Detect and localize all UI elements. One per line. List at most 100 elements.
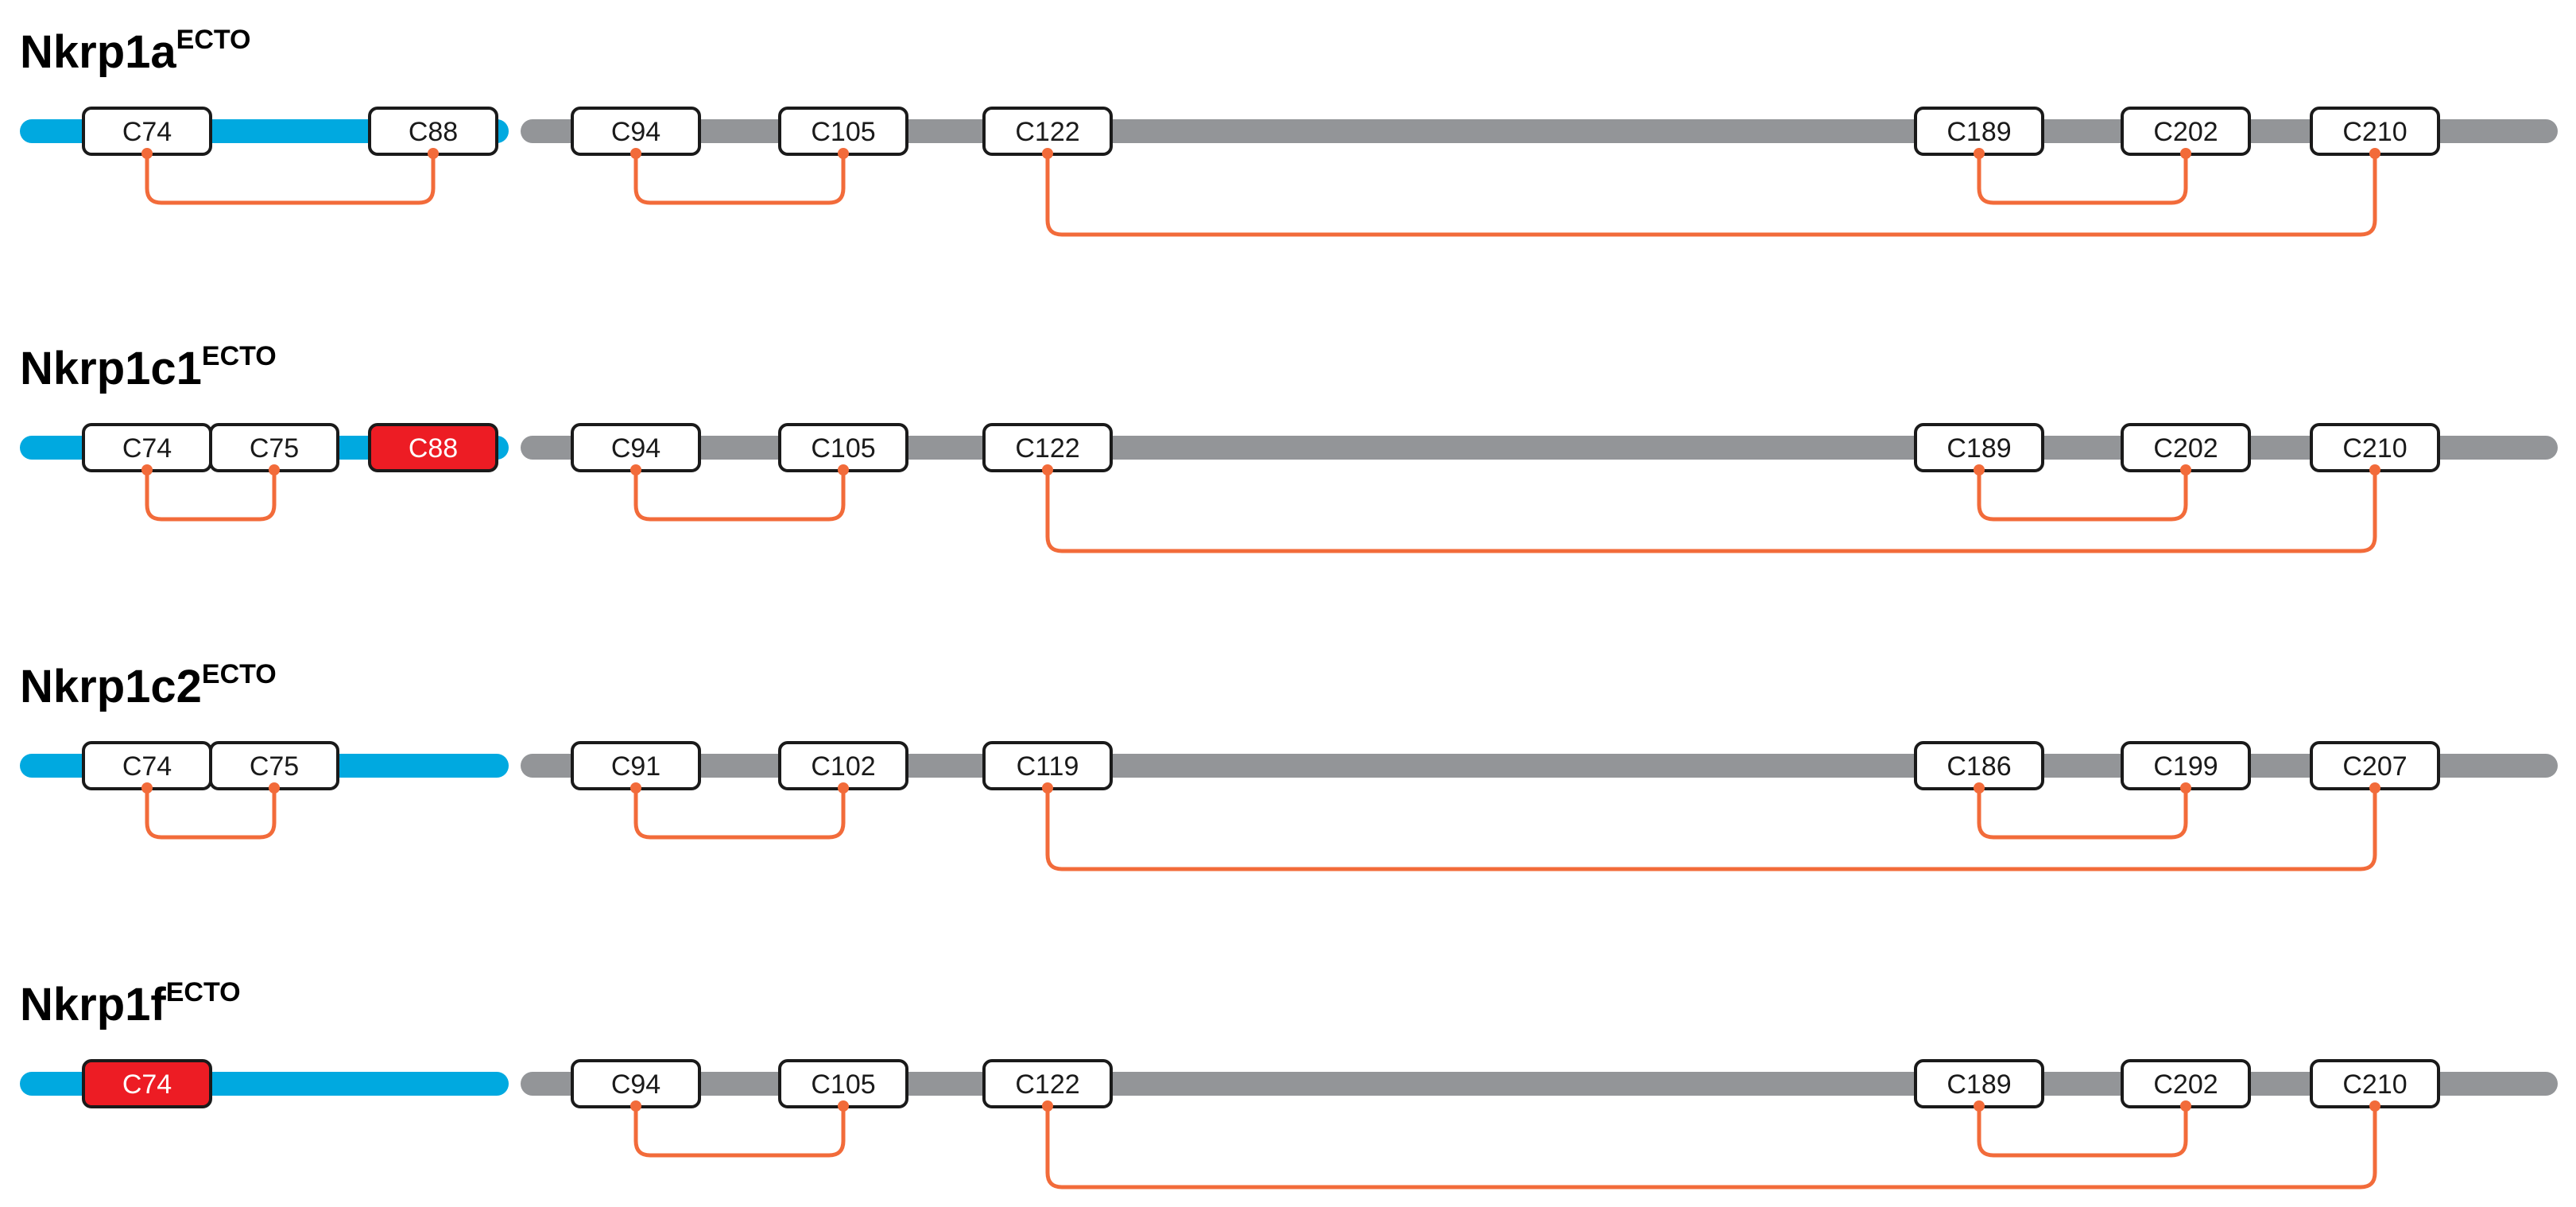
- disulfide-bond-C94-C105: [633, 141, 846, 205]
- cysteine-label: C75: [250, 751, 299, 782]
- cysteine-c74: C74: [82, 423, 212, 472]
- construct-superscript: ECTO: [166, 977, 241, 1007]
- construct-title: Nkrp1fECTO: [20, 977, 241, 1030]
- cysteine-label: C210: [2342, 1069, 2407, 1100]
- disulfide-bond-C189-C202: [1977, 141, 2188, 205]
- cysteine-label: C186: [1947, 751, 2011, 782]
- bond-anchor-dot: [630, 1100, 641, 1112]
- cysteine-c202: C202: [2121, 423, 2251, 472]
- cysteine-label: C88: [409, 117, 458, 147]
- bond-anchor-dot: [1042, 782, 1053, 794]
- cysteine-c75: C75: [209, 423, 339, 472]
- bond-anchor-dot: [2180, 464, 2191, 475]
- cysteine-label: C102: [811, 751, 875, 782]
- free-cysteine-box: [368, 423, 498, 472]
- construct-title: Nkrp1c1ECTO: [20, 341, 277, 394]
- cysteine-c88: C88: [368, 423, 498, 472]
- bond-anchor-dot: [1042, 464, 1053, 475]
- cysteine-c75: C75: [209, 741, 339, 790]
- bond-anchor-dot: [630, 148, 641, 159]
- disulfide-bond-C189-C202: [1977, 457, 2188, 522]
- cysteine-c186: C186: [1914, 741, 2044, 790]
- bond-anchor-dot: [141, 148, 153, 159]
- construct-nkrp1c2: Nkrp1c2ECTO C74 C75 C91 C102 C119 C186 C199 C207: [20, 659, 2558, 871]
- cysteine-label: C105: [811, 1069, 875, 1100]
- disulfide-bond-C122-C210: [1045, 1093, 2377, 1190]
- cysteine-c122: C122: [982, 107, 1113, 156]
- cysteine-c105: C105: [778, 423, 908, 472]
- cysteine-label: C94: [611, 1069, 660, 1100]
- cysteine-c210: C210: [2310, 1059, 2440, 1108]
- bond-anchor-dot: [838, 1100, 849, 1112]
- cysteine-c102: C102: [778, 741, 908, 790]
- bond-anchor-dot: [2180, 148, 2191, 159]
- bond-anchor-dot: [141, 464, 153, 475]
- cysteine-c105: C105: [778, 107, 908, 156]
- construct-superscript: ECTO: [202, 659, 277, 689]
- disulfide-bond-C91-C102: [633, 775, 846, 840]
- cysteine-label: C74: [122, 751, 172, 782]
- bond-anchor-dot: [2180, 1100, 2191, 1112]
- cysteine-label: C75: [250, 433, 299, 464]
- bond-anchor-dot: [630, 782, 641, 794]
- construct-name: Nkrp1c1: [20, 343, 202, 394]
- cysteine-label: C94: [611, 117, 660, 147]
- construct-name: Nkrp1f: [20, 979, 166, 1030]
- cysteine-c122: C122: [982, 423, 1113, 472]
- cysteine-c74: C74: [82, 1059, 212, 1108]
- construct-title: Nkrp1c2ECTO: [20, 659, 277, 712]
- cysteine-label: C207: [2342, 751, 2407, 782]
- cysteine-label: C202: [2153, 117, 2218, 147]
- cysteine-c207: C207: [2310, 741, 2440, 790]
- cysteine-label: C94: [611, 433, 660, 464]
- cysteine-c94: C94: [571, 423, 701, 472]
- cysteine-label: C122: [1015, 1069, 1079, 1100]
- disulfide-bond-C94-C105: [633, 457, 846, 522]
- disulfide-bond-C94-C105: [633, 1093, 846, 1158]
- cysteine-label: C74: [122, 433, 172, 464]
- disulfide-bond-C186-C199: [1977, 775, 2188, 840]
- construct-superscript: ECTO: [202, 341, 277, 371]
- disulfide-bond-C74-C75: [145, 775, 277, 840]
- cysteine-c189: C189: [1914, 107, 2044, 156]
- cysteine-label: C210: [2342, 117, 2407, 147]
- construct-name: Nkrp1c2: [20, 661, 202, 712]
- cysteine-label: C210: [2342, 433, 2407, 464]
- cysteine-label: C119: [1017, 751, 1079, 782]
- construct-title: Nkrp1aECTO: [20, 25, 251, 78]
- disulfide-bond-C74-C75: [145, 457, 277, 522]
- bond-anchor-dot: [141, 782, 153, 794]
- bond-anchor-dot: [269, 464, 280, 475]
- cysteine-label: C88: [409, 433, 458, 464]
- bond-anchor-dot: [838, 464, 849, 475]
- cysteine-label: C105: [811, 433, 875, 464]
- bond-anchor-dot: [2369, 782, 2380, 794]
- cysteine-label: C74: [122, 1069, 172, 1100]
- cysteine-label: C122: [1015, 433, 1079, 464]
- disulfide-bond-C189-C202: [1977, 1093, 2188, 1158]
- cysteine-c122: C122: [982, 1059, 1113, 1108]
- construct-superscript: ECTO: [176, 25, 251, 55]
- bond-anchor-dot: [269, 782, 280, 794]
- bond-anchor-dot: [838, 148, 849, 159]
- cysteine-label: C189: [1947, 117, 2011, 147]
- bond-anchor-dot: [1042, 148, 1053, 159]
- cysteine-c94: C94: [571, 1059, 701, 1108]
- bond-anchor-dot: [1974, 464, 1985, 475]
- free-cysteine-box: [82, 1059, 212, 1108]
- disulfide-bond-C74-C88: [145, 141, 436, 205]
- cysteine-c105: C105: [778, 1059, 908, 1108]
- cysteine-label: C91: [611, 751, 660, 782]
- cysteine-c189: C189: [1914, 1059, 2044, 1108]
- cysteine-c88: C88: [368, 107, 498, 156]
- bond-anchor-dot: [1974, 1100, 1985, 1112]
- cysteine-c94: C94: [571, 107, 701, 156]
- cysteine-c74: C74: [82, 107, 212, 156]
- disulfide-bond-C122-C210: [1045, 457, 2377, 553]
- bond-anchor-dot: [2369, 148, 2380, 159]
- cysteine-c199: C199: [2121, 741, 2251, 790]
- cysteine-c210: C210: [2310, 107, 2440, 156]
